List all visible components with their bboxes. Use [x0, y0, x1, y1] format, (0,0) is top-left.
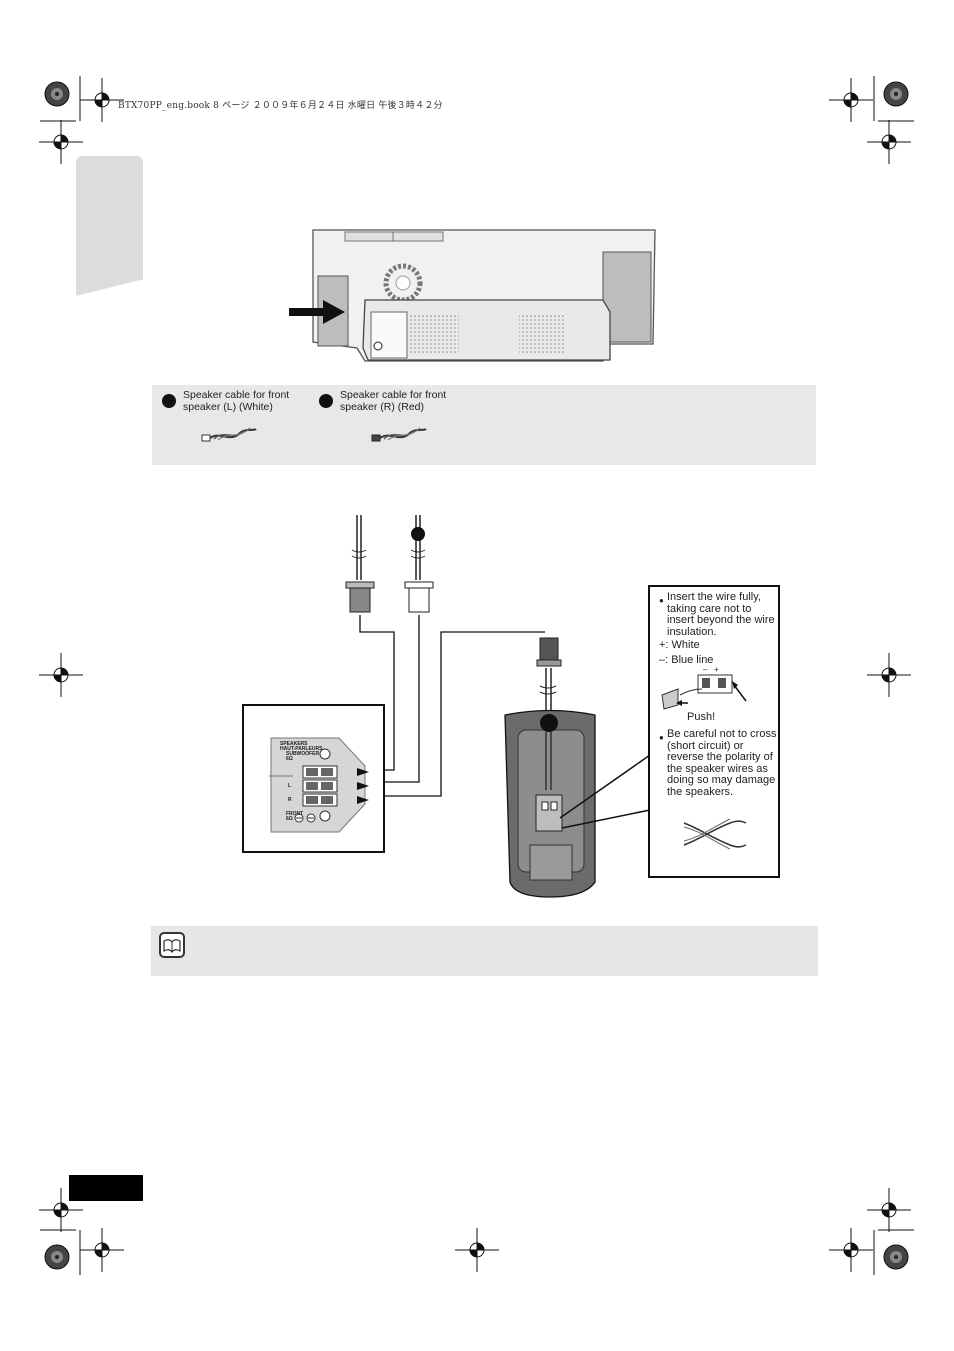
terminal-front-ohm: 6Ω	[286, 816, 293, 822]
supplied-accessories-panel: Speaker cable for front speaker (L) (Whi…	[152, 385, 816, 465]
crossed-wires-icon	[683, 818, 747, 850]
mini-plus: +	[714, 665, 719, 674]
bullet-icon	[162, 394, 176, 408]
insert-instruction: Insert the wire fully, taking care not t…	[667, 591, 775, 638]
main-unit-illustration	[289, 229, 656, 362]
bullet-icon	[319, 394, 333, 408]
terminal-subwoofer: SUBWOOFER	[286, 751, 320, 757]
cable-coil-icon	[201, 427, 257, 442]
push-label: Push!	[687, 711, 716, 723]
terminal-r: R	[288, 797, 292, 803]
accessory-l: Speaker cable for front speaker (L) (Whi…	[162, 389, 303, 413]
minus-blue-label: –: Blue line	[659, 654, 714, 666]
cable-coil-icon	[371, 427, 427, 442]
bullet-icon: ●	[659, 733, 664, 742]
arrow-right-icon	[289, 300, 345, 324]
accessory-r-label: Speaker cable for front speaker (R) (Red…	[340, 389, 447, 413]
terminal-front: FRONT	[286, 811, 304, 817]
terminal-l: L	[288, 783, 292, 789]
note-box	[151, 926, 818, 976]
mini-minus: –	[703, 665, 708, 674]
terminal-title-2: HAUT-PARLEURS	[280, 746, 323, 752]
plus-white-label: +: White	[659, 639, 700, 651]
print-info-header: BTX70PP_eng.book 8 ページ ２００９年６月２４日 水曜日 午後…	[118, 101, 443, 111]
caution-instruction: Be careful not to cross (short circuit) …	[667, 728, 777, 798]
bullet-icon: ●	[659, 596, 664, 605]
push-terminal-drawing	[661, 674, 747, 710]
accessory-r: Speaker cable for front speaker (R) (Red…	[319, 389, 460, 413]
section-tab	[76, 156, 143, 296]
terminal-title-1: SPEAKERS	[280, 741, 308, 747]
terminal-ohm: 6Ω	[286, 756, 293, 762]
terminal-panel-drawing	[269, 737, 369, 833]
accessory-l-label: Speaker cable for front speaker (L) (Whi…	[183, 389, 290, 413]
wiring-diagram	[345, 515, 651, 898]
page-number-block	[69, 1175, 143, 1201]
wire-instruction-panel: ● Insert the wire fully, taking care not…	[648, 585, 780, 878]
note-book-icon	[159, 932, 185, 958]
terminal-inset: SPEAKERS HAUT-PARLEURS SUBWOOFER 6Ω L R …	[242, 704, 385, 853]
